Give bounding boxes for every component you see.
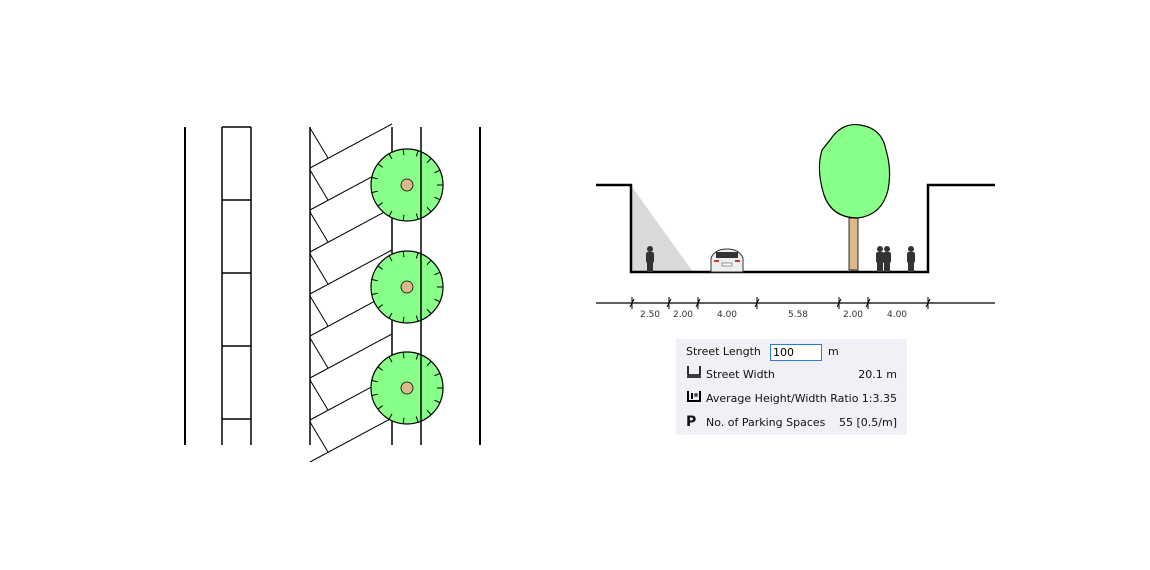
street-profile [596, 183, 995, 274]
height-width-ratio-icon [686, 389, 706, 407]
section-view [596, 123, 995, 309]
street-length-label: Street Length [686, 344, 761, 358]
dimension-tick [666, 298, 672, 308]
parking-stall-line [309, 249, 393, 295]
tree-plan-icon [370, 250, 444, 324]
tree-canopy-icon [818, 123, 891, 219]
ratio-row: Average Height/Width Ratio 1:3.35 [686, 389, 897, 407]
dimension-tick [754, 298, 760, 308]
dimension-label: 4.00 [716, 310, 738, 320]
dimension-tick [836, 298, 842, 308]
parking-stall-line [309, 169, 329, 201]
tree-trunk [848, 217, 859, 271]
pedestrian-icon [883, 246, 891, 272]
dimension-tick [925, 298, 931, 308]
parking-row: P No. of Parking Spaces 55 [0.5/m] [686, 413, 897, 431]
dimension-tick [865, 298, 871, 308]
street-length-row: Street Length m [686, 342, 897, 361]
pedestrian-icon [907, 246, 915, 272]
parking-stall-line [309, 127, 329, 159]
street-width-value: 20.1 m [858, 367, 897, 381]
parking-value: 55 [0.5/m] [839, 415, 897, 429]
car-icon [710, 248, 744, 273]
parking-label: No. of Parking Spaces [706, 415, 826, 429]
street-width-label: Street Width [706, 367, 775, 381]
dimension-label: 2.00 [842, 310, 864, 320]
street-length-input[interactable] [770, 344, 822, 361]
dimension-label: 2.00 [672, 310, 694, 320]
pedestrian-icon [876, 246, 884, 272]
dimension-label: 4.00 [886, 310, 908, 320]
parking-stall-line [309, 337, 329, 369]
tree-plan-icon [370, 351, 444, 425]
parking-stall-line [309, 207, 393, 253]
ratio-label: Average Height/Width Ratio [706, 391, 859, 405]
parking-stall-line [309, 421, 329, 453]
tree-plan-icon [370, 148, 444, 222]
dimension-label: 5.58 [787, 310, 809, 320]
dimension-tick [629, 298, 635, 308]
street-info-panel: Street Length m Street Width 20.1 m Aver… [676, 339, 907, 435]
parking-stall-line [309, 333, 393, 379]
parking-stall-line [309, 211, 329, 243]
parking-stall-line [309, 123, 393, 169]
ratio-value: 1:3.35 [861, 391, 897, 405]
plan-view [184, 123, 481, 463]
pedestrian-icon [646, 246, 654, 272]
street-width-icon [686, 365, 706, 383]
street-length-unit: m [828, 344, 839, 358]
street-width-row: Street Width 20.1 m [686, 365, 897, 383]
building-shadow [632, 187, 693, 272]
parking-stall-line [309, 295, 329, 327]
parking-icon: P [686, 414, 697, 430]
parking-stall-line [309, 379, 329, 411]
parking-stall-line [309, 417, 393, 463]
parking-stall-line [309, 253, 329, 285]
dimension-tick [695, 298, 701, 308]
dimension-label: 2.50 [639, 310, 661, 320]
